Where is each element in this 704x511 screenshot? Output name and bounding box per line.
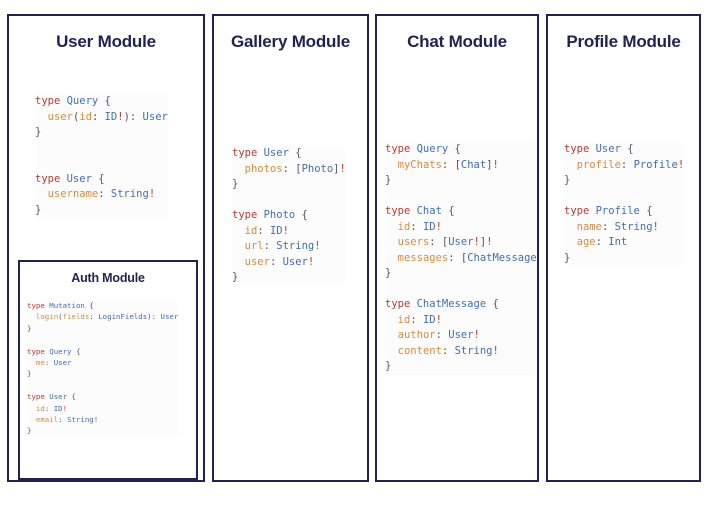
module-card-profile[interactable]: Profile Module type User { profile: Prof… [546,14,701,482]
module-title-profile: Profile Module [566,32,681,51]
module-card-chat[interactable]: Chat Module type Query { myChats: [Chat]… [375,14,539,482]
module-title-chat: Chat Module [407,32,507,51]
module-title-user: User Module [56,32,156,51]
module-title-auth: Auth Module [71,271,145,285]
module-card-gallery[interactable]: Gallery Module type User { photos: [Phot… [212,14,369,482]
schema-code-profile: type User { profile: Profile! } type Pro… [564,142,685,266]
module-title-gallery: Gallery Module [230,32,351,51]
schema-code-chat: type Query { myChats: [Chat]! } type Cha… [385,142,537,375]
module-card-auth[interactable]: Auth Module type Mutation { login(fields… [18,260,198,480]
schema-code-user: type Query { user(id: ID!): User } type … [35,94,168,218]
module-card-user[interactable]: User Module type Query { user(id: ID!): … [7,14,205,482]
schema-code-auth: type Mutation { login(fields: LoginField… [27,300,179,437]
schema-code-gallery: type User { photos: [Photo]! } type Phot… [232,146,346,286]
